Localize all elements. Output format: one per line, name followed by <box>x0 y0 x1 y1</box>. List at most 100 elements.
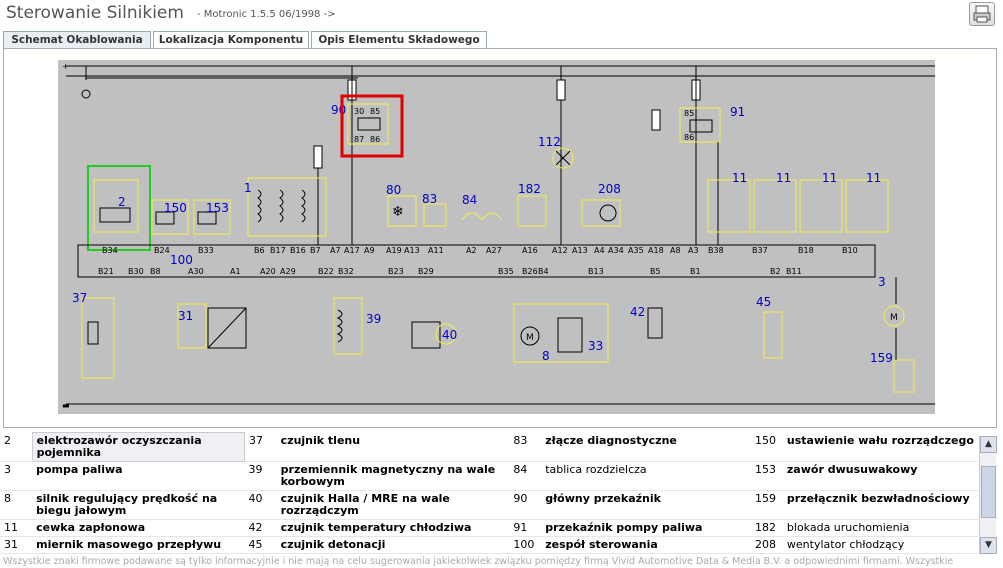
svg-text:2: 2 <box>118 195 126 209</box>
svg-text:B4: B4 <box>538 267 549 276</box>
tab-lokalizacja-komponentu[interactable]: Lokalizacja Komponentu <box>153 31 309 49</box>
legend-description[interactable]: wentylator chłodzący <box>782 536 978 554</box>
legend-description[interactable]: tablica rozdzielcza <box>541 461 752 491</box>
svg-text:30: 30 <box>354 107 364 116</box>
svg-text:A12: A12 <box>552 246 568 255</box>
svg-text:B29: B29 <box>418 267 434 276</box>
svg-text:100: 100 <box>170 253 193 267</box>
svg-text:83: 83 <box>422 192 437 206</box>
svg-text:B6: B6 <box>254 246 265 255</box>
legend-description[interactable]: cewka zapłonowa <box>32 519 245 537</box>
svg-text:A18: A18 <box>648 246 664 255</box>
print-icon <box>973 5 991 23</box>
wiring-diagram-svg: + 30 85 87 86 90 85 86 91 112 2 150 153 … <box>62 62 935 410</box>
footer-disclaimer: Wszystkie znaki firmowe podawane są tylk… <box>3 556 954 567</box>
svg-text:90: 90 <box>331 103 346 117</box>
legend-description[interactable]: zespół sterowania <box>541 536 752 554</box>
svg-text:45: 45 <box>756 295 771 309</box>
svg-text:A20: A20 <box>260 267 276 276</box>
svg-text:B17: B17 <box>270 246 286 255</box>
legend-number: 150 <box>751 432 783 462</box>
svg-text:182: 182 <box>518 182 541 196</box>
legend-number: 40 <box>244 490 277 520</box>
legend-description[interactable]: przemiennik magnetyczny na wale korbowym <box>276 461 510 491</box>
svg-text:87: 87 <box>354 135 364 144</box>
legend-description[interactable]: główny przekaźnik <box>541 490 752 520</box>
svg-text:85: 85 <box>370 107 380 116</box>
print-button[interactable] <box>969 2 995 26</box>
svg-text:84: 84 <box>462 193 477 207</box>
svg-text:+: + <box>62 62 69 71</box>
legend-number: 182 <box>751 519 783 537</box>
svg-text:112: 112 <box>538 135 561 149</box>
svg-text:85: 85 <box>684 109 694 118</box>
svg-text:A13: A13 <box>572 246 588 255</box>
legend-description[interactable]: czujnik tlenu <box>276 432 510 462</box>
table-row: 3 pompa paliwa 39 przemiennik magnetyczn… <box>0 461 978 491</box>
scroll-up-icon[interactable]: ▲ <box>980 436 997 453</box>
legend-description[interactable]: elektrozawór oczyszczania pojemnika <box>31 432 246 462</box>
svg-text:B22: B22 <box>318 267 334 276</box>
highlight-green <box>87 165 151 251</box>
svg-text:150: 150 <box>164 201 187 215</box>
svg-text:A8: A8 <box>670 246 681 255</box>
legend-number: 159 <box>751 490 783 520</box>
svg-text:B32: B32 <box>338 267 354 276</box>
scroll-thumb[interactable] <box>981 466 996 518</box>
svg-text:B21: B21 <box>98 267 114 276</box>
svg-text:B8: B8 <box>150 267 161 276</box>
legend-description[interactable]: czujnik detonacji <box>276 536 510 554</box>
legend-number: 39 <box>244 461 277 491</box>
legend-description[interactable]: złącze diagnostyczne <box>541 432 752 462</box>
legend-description[interactable]: silnik regulujący prędkość na biegu jało… <box>32 490 245 520</box>
svg-text:B16: B16 <box>290 246 306 255</box>
table-row: 11 cewka zapłonowa 42 czujnik temperatur… <box>0 519 978 537</box>
legend-number: 153 <box>751 461 783 491</box>
legend-number: 84 <box>509 461 542 491</box>
table-row: 2 elektrozawór oczyszczania pojemnika 37… <box>0 432 978 462</box>
svg-text:8: 8 <box>542 349 550 363</box>
svg-text:31: 31 <box>178 309 193 323</box>
svg-text:A16: A16 <box>522 246 538 255</box>
svg-text:A9: A9 <box>364 246 375 255</box>
legend-description[interactable]: przełącznik bezwładnościowy <box>782 490 978 520</box>
page-subtitle: - Motronic 1.5.5 06/1998 -> <box>197 9 336 20</box>
svg-text:❄: ❄ <box>392 204 404 220</box>
svg-text:37: 37 <box>72 291 87 305</box>
legend-table: 2 elektrozawór oczyszczania pojemnika 37… <box>0 432 978 554</box>
svg-text:86: 86 <box>370 135 380 144</box>
legend-number: 42 <box>244 519 277 537</box>
component-legend: 2 elektrozawór oczyszczania pojemnika 37… <box>0 432 978 554</box>
legend-description[interactable]: blokada uruchomienia <box>782 519 978 537</box>
legend-description[interactable]: ustawienie wału rozrządczego <box>782 432 978 462</box>
svg-text:86: 86 <box>684 133 694 142</box>
legend-number: 2 <box>0 432 33 462</box>
legend-description[interactable]: czujnik Halla / MRE na wale rozrządczym <box>276 490 510 520</box>
legend-description[interactable]: czujnik temperatury chłodziwa <box>276 519 510 537</box>
legend-number: 83 <box>509 432 542 462</box>
svg-text:39: 39 <box>366 312 381 326</box>
legend-number: 8 <box>0 490 33 520</box>
svg-text:B33: B33 <box>198 246 214 255</box>
legend-number: 208 <box>751 536 783 554</box>
legend-description[interactable]: zawór dwusuwakowy <box>782 461 978 491</box>
svg-text:3: 3 <box>878 275 886 289</box>
tab-schemat-okablowania[interactable]: Schemat Okablowania <box>3 31 151 49</box>
legend-scrollbar[interactable]: ▲ ▼ <box>979 436 997 554</box>
wiring-diagram[interactable]: + 30 85 87 86 90 85 86 91 112 2 150 153 … <box>58 60 935 414</box>
svg-text:40: 40 <box>442 328 457 342</box>
legend-description[interactable]: miernik masowego przepływu <box>32 536 245 554</box>
svg-text:42: 42 <box>630 305 645 319</box>
legend-number: 90 <box>509 490 542 520</box>
legend-description[interactable]: pompa paliwa <box>32 461 245 491</box>
svg-text:B38: B38 <box>708 246 724 255</box>
legend-description[interactable]: przekaźnik pompy paliwa <box>541 519 752 537</box>
scroll-down-icon[interactable]: ▼ <box>980 537 997 554</box>
legend-number: 31 <box>0 536 33 554</box>
tab-opis-elementu[interactable]: Opis Elementu Składowego <box>311 31 487 49</box>
svg-text:M: M <box>526 333 534 343</box>
page-title: Sterowanie Silnikiem <box>6 3 184 23</box>
svg-text:A35: A35 <box>628 246 644 255</box>
svg-text:B2: B2 <box>770 267 781 276</box>
legend-number: 11 <box>0 519 33 537</box>
